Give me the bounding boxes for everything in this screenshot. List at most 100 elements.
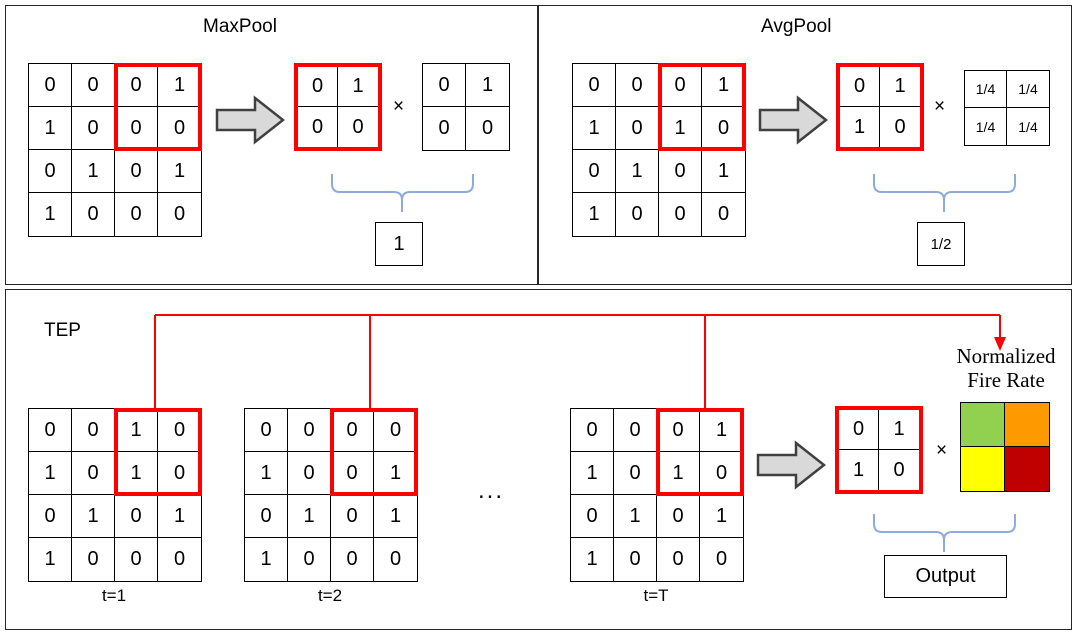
- grid-cell: 0: [614, 452, 657, 495]
- grid-cell: 0: [614, 538, 657, 581]
- grid-cell: 0: [616, 64, 659, 107]
- grid-cell: 1: [571, 452, 614, 495]
- grid-cell: 0: [657, 495, 700, 538]
- grid-cell: 1: [616, 150, 659, 193]
- tep-timestep-label-t2: t=2: [317, 586, 343, 605]
- tep-multiply-operator: ×: [936, 440, 948, 461]
- grid-cell: 0: [331, 452, 374, 495]
- grid-cell: 0: [158, 452, 201, 495]
- grid-cell: 0: [288, 538, 331, 581]
- grid-cell: 0: [72, 409, 115, 452]
- grid-cell: 1: [374, 452, 417, 495]
- grid-cell: 0: [29, 64, 72, 107]
- grid-cell: 1: [879, 410, 919, 450]
- grid-cell: 0: [571, 409, 614, 452]
- grid-cell: 0: [72, 452, 115, 495]
- grid-cell: 0: [700, 538, 743, 581]
- grid-cell: 0: [29, 409, 72, 452]
- grid-cell: 0: [72, 64, 115, 107]
- grid-cell: 0: [352, 115, 364, 138]
- swatch-cell-green: [961, 403, 1005, 447]
- tep-pooled-grid: 0 1 1 0: [835, 406, 923, 494]
- grid-cell: 1/4: [965, 71, 1007, 108]
- grid-cell: 0: [72, 107, 115, 150]
- normalized-fire-rate-label: Normalized Fire Rate: [950, 344, 1062, 393]
- grid-cell: 0: [616, 107, 659, 150]
- grid-cell: 1: [702, 64, 745, 107]
- grid-cell: 0: [657, 409, 700, 452]
- grid-cell: 1: [374, 495, 417, 538]
- grid-cell: 1: [72, 150, 115, 193]
- grid-cell: 1: [700, 409, 743, 452]
- grid-cell: 1: [657, 452, 700, 495]
- grid-cell: 0: [374, 538, 417, 581]
- grid-cell: 1: [840, 107, 880, 147]
- avgpool-title: AvgPool: [761, 16, 832, 37]
- maxpool-pooled-grid: 0 1 0 0: [294, 63, 382, 151]
- grid-cell: 1/4: [965, 108, 1007, 145]
- tep-timestep-label-tT: t=T: [643, 586, 669, 605]
- grid-cell: 1: [839, 450, 879, 490]
- normalized-fire-rate-swatch: [960, 402, 1050, 492]
- grid-cell: 0: [614, 409, 657, 452]
- grid-cell: 0: [700, 452, 743, 495]
- grid-cell: 0: [571, 495, 614, 538]
- grid-cell: 1: [115, 452, 158, 495]
- grid-cell: 0: [331, 538, 374, 581]
- maxpool-input-grid: 0 0 0 1 1 0 0 0 0 1 0 1 1 0 0 0: [28, 63, 202, 237]
- grid-cell: 0: [158, 409, 201, 452]
- grid-cell: 1: [29, 193, 72, 236]
- red-connector-arrow-icon: [140, 305, 1020, 430]
- grid-cell: 1: [29, 538, 72, 581]
- grid-cell: 0: [840, 67, 880, 107]
- grid-cell: 0: [29, 495, 72, 538]
- tep-grid-t2: 0 0 0 0 1 0 0 1 0 1 0 1 1 0 0 0: [244, 408, 418, 582]
- grid-cell: 0: [659, 193, 702, 236]
- grid-cell: 0: [115, 538, 158, 581]
- tep-ellipsis: ...: [478, 477, 505, 504]
- fire-rate-label-line2: Fire Rate: [967, 367, 1045, 392]
- grid-cell: 0: [298, 107, 338, 147]
- grid-cell: 1: [880, 67, 920, 107]
- maxpool-result-box: 1: [375, 222, 423, 266]
- maxpool-title: MaxPool: [203, 16, 277, 37]
- avgpool-kernel-grid: 1/4 1/4 1/4 1/4: [964, 70, 1050, 146]
- grid-cell: 0: [374, 409, 417, 452]
- grid-cell: 1: [29, 107, 72, 150]
- block-arrow-right-icon: [758, 95, 829, 145]
- grid-cell: 0: [115, 193, 158, 236]
- fire-rate-label-line1: Normalized: [956, 344, 1056, 368]
- grid-cell: 0: [158, 107, 201, 150]
- grid-cell: 1: [72, 495, 115, 538]
- grid-cell: 1: [573, 107, 616, 150]
- grid-cell: 0: [158, 193, 201, 236]
- grid-cell: 1: [245, 452, 288, 495]
- grid-cell: 0: [573, 64, 616, 107]
- grid-cell: 0: [115, 64, 158, 107]
- avgpool-result-box: 1/2: [917, 222, 965, 266]
- grid-cell: 0: [245, 409, 288, 452]
- grid-cell: 0: [616, 193, 659, 236]
- grid-cell: 0: [893, 458, 905, 481]
- grid-cell: 0: [72, 193, 115, 236]
- tep-curly-brace-down-icon: [872, 512, 1017, 554]
- swatch-cell-yellow: [961, 447, 1005, 491]
- grid-cell: 0: [423, 107, 466, 150]
- grid-cell: 1: [571, 538, 614, 581]
- grid-cell: 0: [288, 452, 331, 495]
- grid-cell: 1: [573, 193, 616, 236]
- maxpool-kernel-grid: 0 1 0 0: [422, 63, 510, 151]
- block-arrow-right-icon: [756, 440, 827, 490]
- block-arrow-right-icon: [215, 95, 286, 145]
- swatch-cell-orange: [1005, 403, 1049, 447]
- grid-cell: 0: [331, 409, 374, 452]
- grid-cell: 0: [158, 538, 201, 581]
- grid-cell: 1: [158, 495, 201, 538]
- grid-cell: 0: [288, 409, 331, 452]
- grid-cell: 0: [839, 410, 879, 450]
- grid-cell: 0: [29, 150, 72, 193]
- grid-cell: 1: [288, 495, 331, 538]
- grid-cell: 1: [659, 107, 702, 150]
- grid-cell: 0: [702, 193, 745, 236]
